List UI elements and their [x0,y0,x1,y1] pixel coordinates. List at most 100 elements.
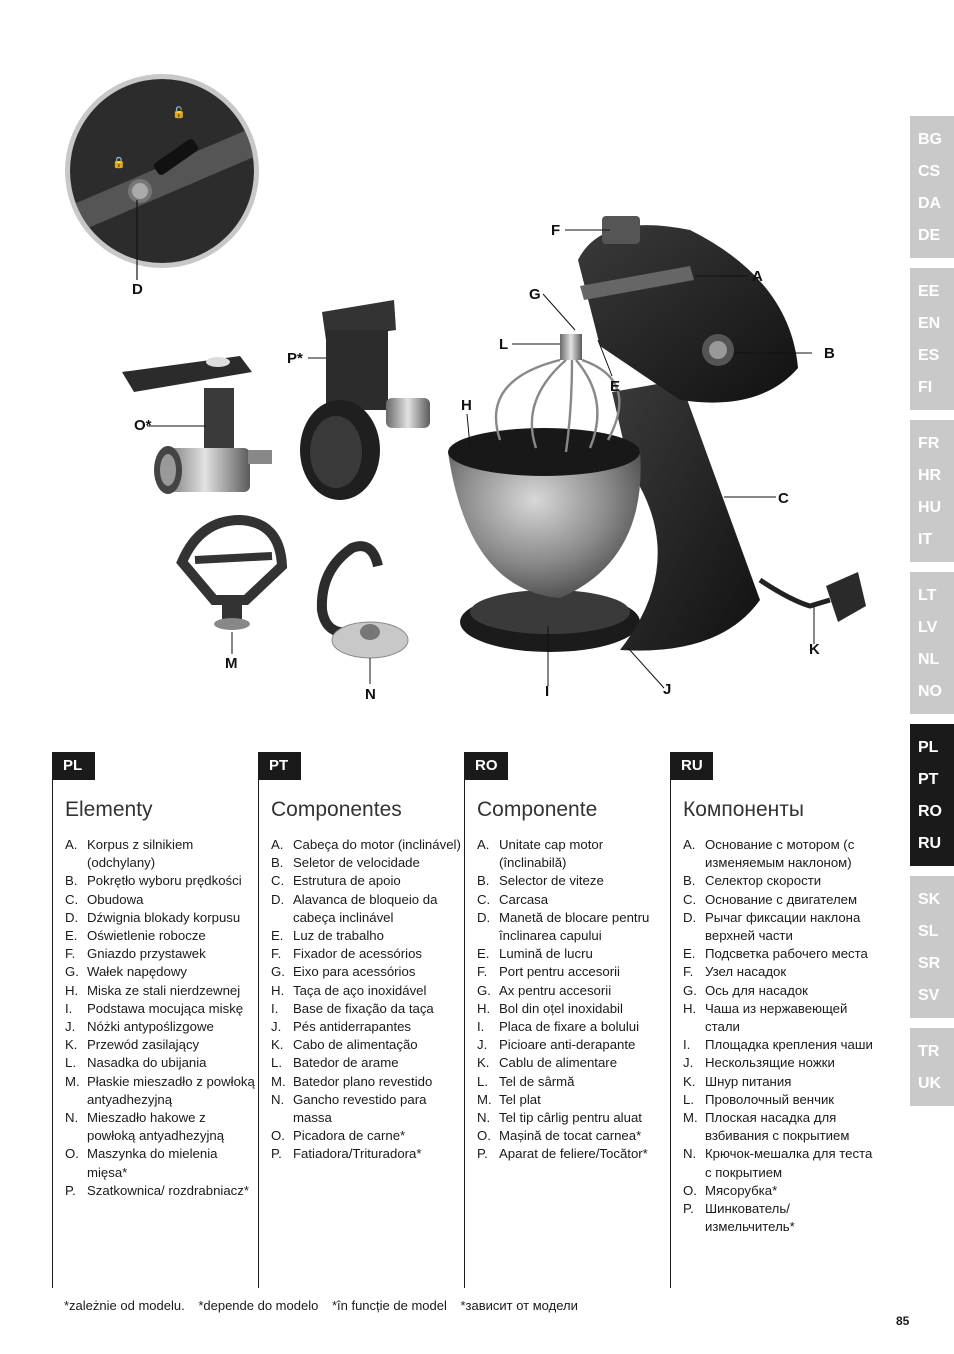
item-text: Wałek napędowy [87,964,187,980]
callout-c: C [778,490,789,507]
lang-tab[interactable]: FR [918,435,940,452]
item-letter: K. [271,1037,284,1053]
lang-tab[interactable]: EN [918,315,941,332]
list-item: P. Шинкователь/ измельчитель* [683,1200,875,1236]
list-item: C.Carcasa [477,891,669,909]
list-item: A.Основание с мотором (с изменяемым накл… [683,836,875,872]
item-text: Селектор скорости [705,873,822,889]
item-text: Площадка крепления чаши [705,1037,873,1053]
lang-group-active: PL PT RO RU [910,724,954,866]
item-text: Tel de sârmă [499,1073,575,1089]
lang-tab[interactable]: CS [918,163,941,180]
list-item: I.Площадка крепления чаши [683,1036,875,1054]
callout-d: D [132,281,143,298]
callout-b: B [824,345,835,362]
lang-tab[interactable]: DE [918,227,941,244]
lang-tab-active[interactable]: PT [918,771,939,788]
item-letter: C. [271,873,285,889]
item-letter: I. [477,1019,485,1035]
list-item: G.Eixo para acessórios [271,963,463,981]
lang-tab[interactable]: ES [918,347,940,364]
column-heading: Componentes [271,798,402,821]
item-letter: K. [683,1073,696,1089]
item-letter: E. [65,928,78,944]
item-text: Unitate cap motor (înclinabilă) [499,837,604,871]
lang-tab[interactable]: FI [918,379,933,396]
item-text: Шинкователь/ измельчитель* [705,1201,795,1235]
item-text: Bol din oțel inoxidabil [499,1000,623,1016]
item-letter: A. [477,837,490,852]
lang-tab[interactable]: IT [918,531,933,548]
item-letter: M. [65,1073,80,1089]
language-code-badge: PT [259,752,301,780]
item-letter: F. [477,964,488,980]
list-item: G.Wałek napędowy [65,963,257,981]
callout-m: M [225,655,238,672]
list-item: P.Szatkownica/ rozdrabniacz* [65,1182,257,1200]
lang-tab[interactable]: EE [918,283,940,300]
footnote-ru: *зависит от модели [460,1298,578,1313]
item-letter: B. [271,855,284,871]
item-text: Dźwignia blokady korpusu [87,909,241,925]
list-item: O.Maszynka do mielenia mięsa* [65,1145,257,1181]
item-letter: B. [683,873,696,889]
language-code-badge: RU [671,752,713,780]
item-text: Mieszadło hakowe z powłoką antyadhezyjną [87,1110,225,1144]
item-letter: C. [683,891,697,907]
item-text: Podstawa mocująca miskę [87,1000,244,1016]
lang-tab[interactable]: LT [918,587,937,604]
item-text: Gniazdo przystawek [87,946,206,962]
item-letter: M. [477,1091,492,1107]
lang-tab[interactable]: LV [918,619,938,636]
lang-tab[interactable]: SV [918,987,940,1004]
item-text: Manetă de blocare pentru înclinarea capu… [499,909,650,944]
lang-tab[interactable]: HR [918,467,942,484]
item-letter: G. [683,982,697,998]
lang-tab-active[interactable]: RO [918,803,942,820]
list-item: H.Taça de aço inoxidável [271,982,463,1000]
lang-tab[interactable]: SK [918,891,941,908]
item-letter: P. [65,1182,76,1198]
list-item: J.Picioare anti-derapante [477,1036,669,1054]
item-text: Aparat de feliere/Tocător* [499,1146,648,1162]
footnote-pl: *zależnie od modelu. [64,1298,185,1313]
parts-list: A.Unitate cap motor (înclinabilă)B.Selec… [477,836,669,1164]
lang-tab-active[interactable]: RU [918,835,942,852]
lang-tab[interactable]: NL [918,651,940,668]
list-item: O.Мясорубка* [683,1182,875,1200]
lang-tab[interactable]: BG [918,131,942,148]
list-item: G. Ось для насадок [683,982,875,1000]
item-letter: N. [65,1110,79,1126]
lang-tab[interactable]: SL [918,923,939,940]
lang-tab[interactable]: TR [918,1043,940,1060]
item-text: Mașină de tocat carnea* [499,1128,642,1144]
list-item: M.Tel plat [477,1091,669,1109]
item-text: Base de fixação da taça [293,1000,434,1016]
item-text: Luz de trabalho [293,928,384,944]
item-letter: C. [65,891,79,907]
lang-tab[interactable]: SR [918,955,941,972]
item-text: Ось для насадок [705,982,808,998]
list-item: D.Alavanca de bloqueio da cabeça incliná… [271,891,463,927]
list-item: M.Плоская насадка для взбивания с покрыт… [683,1109,875,1145]
item-letter: P. [683,1201,694,1217]
item-letter: I. [271,1000,279,1016]
item-text: Крючок-мешалка для теста с покрытием [705,1146,873,1180]
item-text: Cabo de alimentação [293,1037,418,1053]
lang-tab[interactable]: NO [918,683,942,700]
lang-tab[interactable]: HU [918,499,942,516]
list-item: F.Port pentru accesorii [477,963,669,981]
item-letter: D. [271,891,285,907]
lang-tab[interactable]: DA [918,195,942,212]
lang-tab[interactable]: UK [918,1075,942,1092]
list-item: F.Узел насадок [683,963,875,981]
item-letter: A. [271,837,284,852]
list-item: K.Шнур питания [683,1073,875,1091]
list-item: N.Gancho revestido para massa [271,1091,463,1127]
svg-text:🔒: 🔒 [112,156,126,169]
item-letter: D. [683,909,697,925]
list-item: D.Dźwignia blokady korpusu [65,909,257,927]
parts-list: A.Korpus z silnikiem (odchylany)B.Pokręt… [65,836,257,1200]
list-item: G.Ax pentru accesorii [477,982,669,1000]
lang-tab-active[interactable]: PL [918,739,939,756]
